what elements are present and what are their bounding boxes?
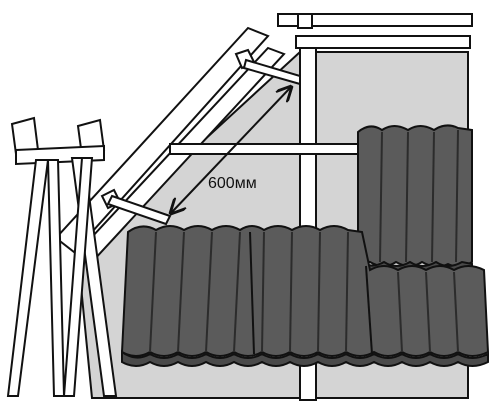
ridge-rail (277, 13, 473, 49)
roof-tile-lower (120, 225, 490, 367)
support-trestle (6, 116, 118, 397)
dimension-label: 600мм (208, 175, 257, 192)
horizontal-batten (169, 143, 373, 155)
batten-strut (106, 58, 301, 226)
roof-tile-upper (357, 124, 473, 276)
dimension-arrow (172, 88, 290, 212)
